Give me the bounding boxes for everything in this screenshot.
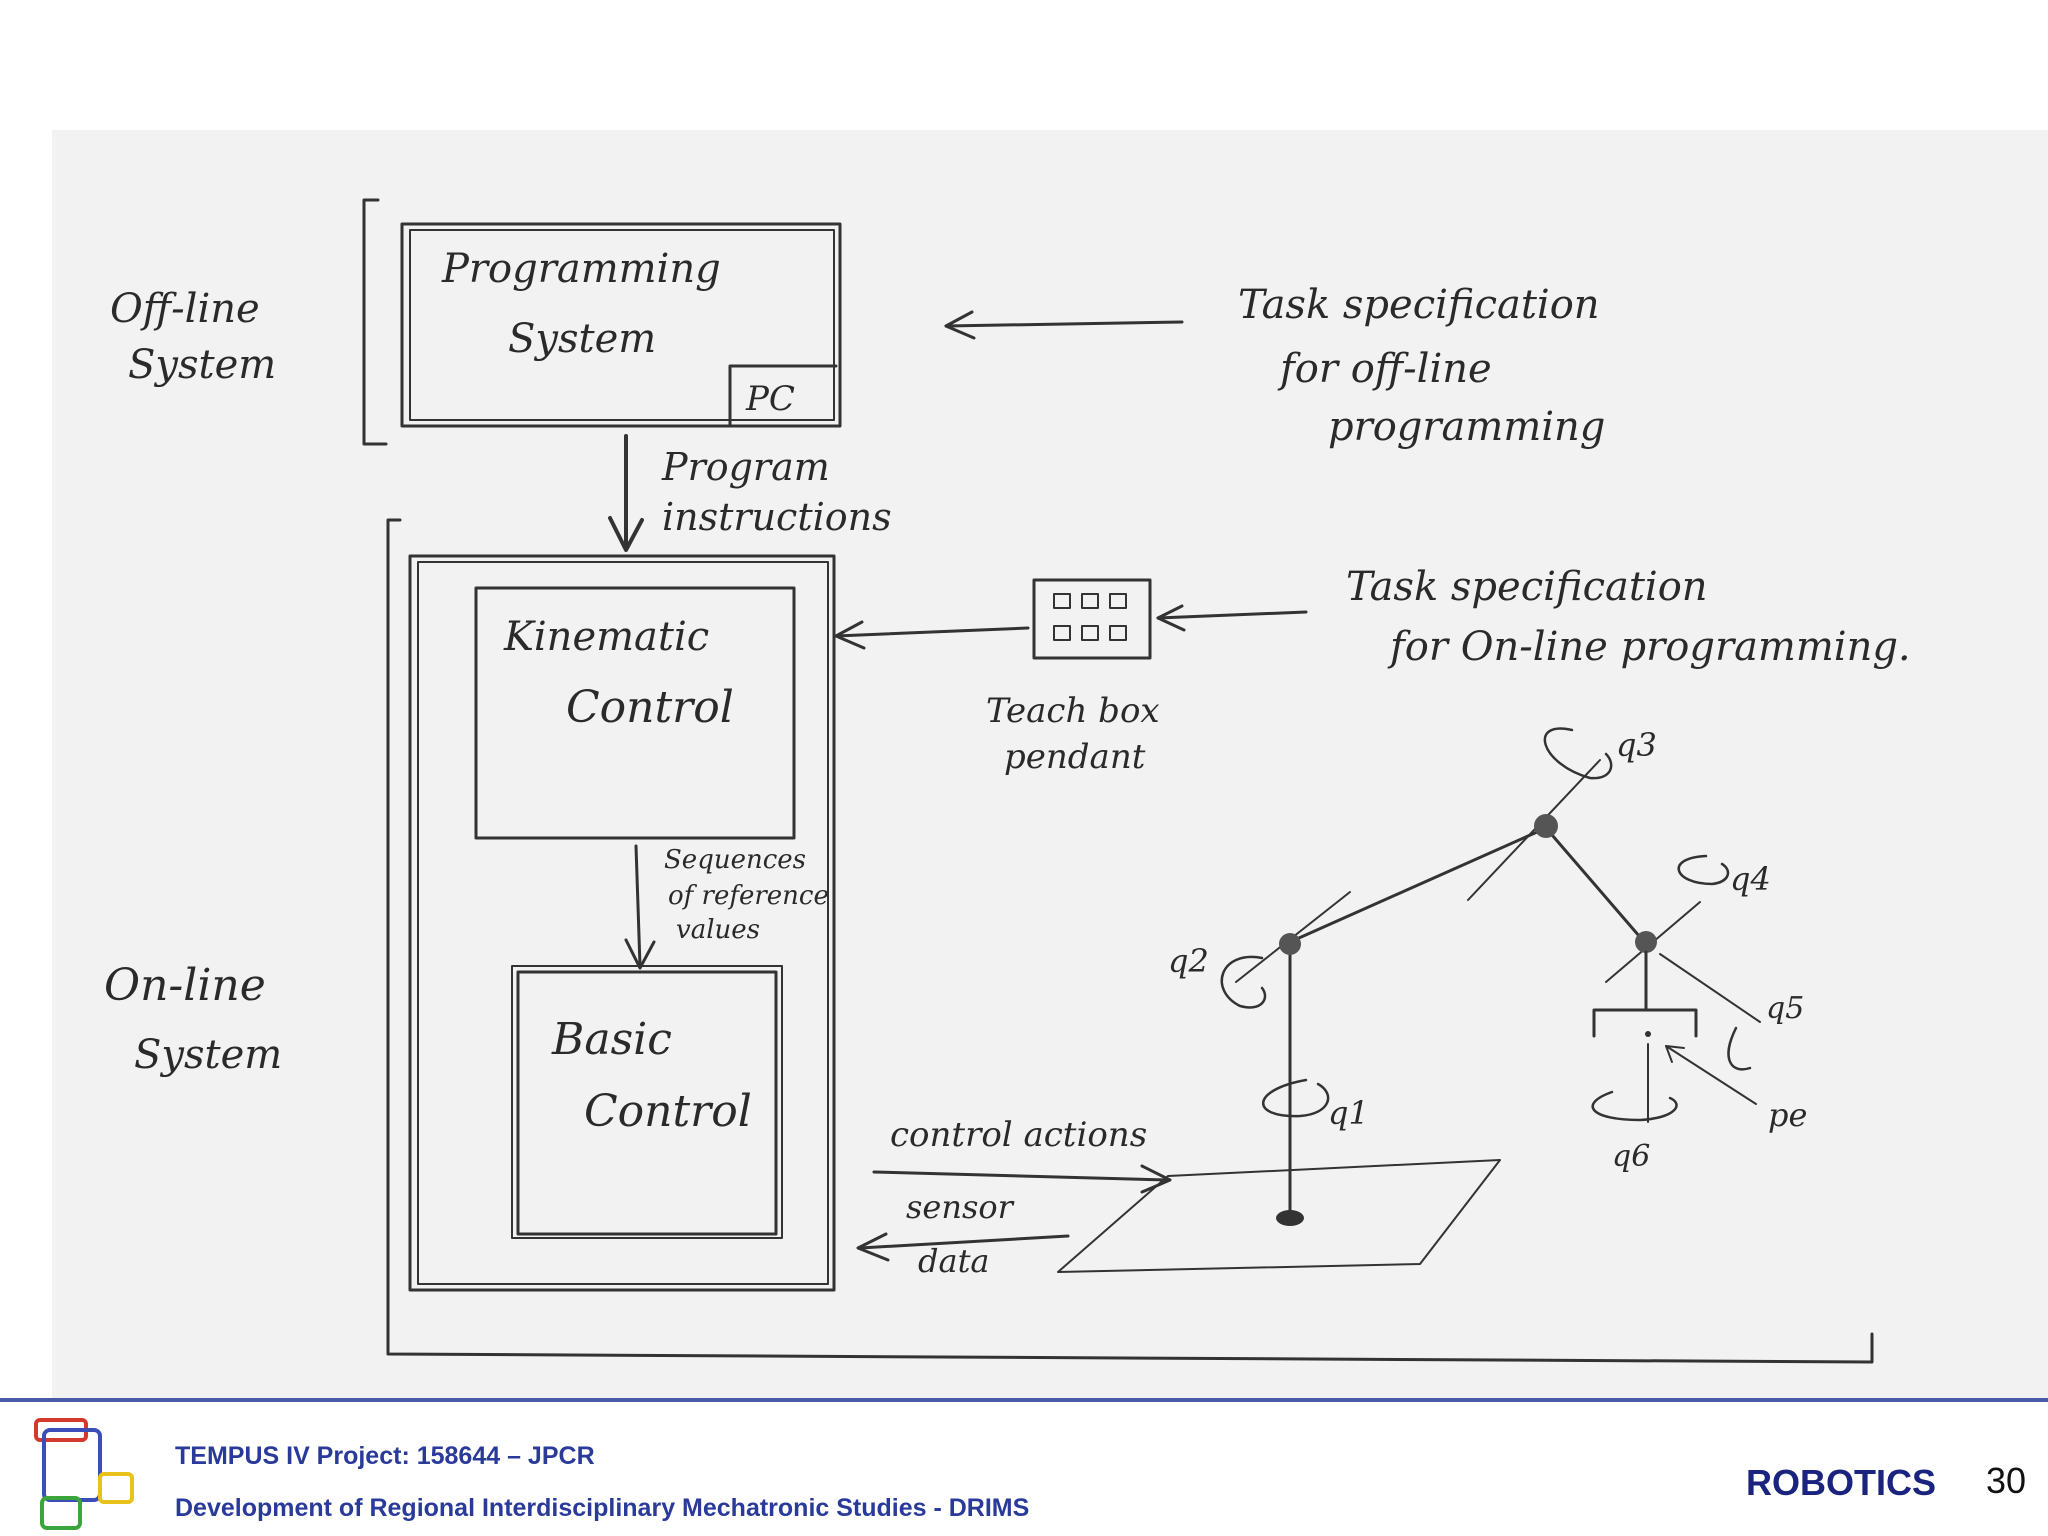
joint-label-q3: q3 — [1616, 726, 1657, 764]
programming-system-line1: Programming — [441, 246, 721, 292]
teach-box-pendant-icon — [1032, 578, 1152, 660]
kinematic-control-box — [474, 586, 796, 840]
online-system-box — [408, 554, 836, 1292]
pc-label: PC — [745, 379, 795, 419]
teach-box-line1: Teach box — [986, 691, 1160, 731]
task-spec-offline-line3: programming — [1328, 404, 1605, 450]
kinematic-control-line1: Kinematic — [503, 614, 709, 660]
offline-label-line1: Off-line — [110, 286, 260, 332]
basic-control-line2: Control — [584, 1086, 752, 1137]
joint-label-q1: q1 — [1328, 1094, 1369, 1132]
drims-logo-icon — [34, 1418, 134, 1530]
footer-divider — [0, 1398, 2048, 1402]
basic-control-line1: Basic — [551, 1014, 672, 1065]
sensor-data-line1: sensor — [906, 1188, 1015, 1226]
program-instructions-line2: instructions — [662, 495, 892, 539]
task-online-arrow — [1156, 604, 1308, 632]
task-spec-online-line2: for On-line programming. — [1387, 624, 1911, 670]
sequences-line1: Sequences — [664, 845, 806, 875]
kinematic-control-line2: Control — [566, 682, 734, 733]
course-title: ROBOTICS — [1745, 1462, 1936, 1503]
program-instructions-line1: Program — [661, 445, 830, 489]
pc-box — [728, 364, 838, 428]
task-spec-offline-line2: for off-line — [1277, 346, 1492, 392]
robot-arm-sketch — [1057, 759, 1761, 1273]
program-line: Development of Regional Interdisciplinar… — [175, 1494, 1030, 1522]
sequences-line3: values — [676, 915, 760, 945]
programming-system-box-inner — [409, 229, 835, 421]
task-spec-offline-line1: Task specification — [1238, 282, 1600, 328]
paper-background — [52, 130, 2048, 1398]
control-actions-arrow — [872, 1164, 1172, 1194]
sequences-arrow — [624, 844, 656, 970]
slide-footer: TEMPUS IV Project: 158644 – JPCR Develop… — [0, 1404, 2048, 1536]
online-system-box-inner — [417, 561, 829, 1285]
sensor-data-arrow — [856, 1232, 1070, 1262]
programming-system-box — [400, 222, 842, 428]
teach-box-line2: pendant — [1004, 737, 1146, 777]
task-offline-arrow — [944, 310, 1184, 340]
joint-rotation-marks — [1220, 727, 1752, 1122]
sensor-data-line2: data — [918, 1242, 990, 1280]
online-label-line1: On-line — [104, 960, 266, 1011]
joint-label-q5: q5 — [1766, 991, 1804, 1026]
online-bracket — [386, 518, 1874, 1364]
programming-system-line2: System — [508, 316, 656, 362]
offline-label-line2: System — [128, 342, 276, 388]
basic-control-box — [516, 970, 778, 1236]
joint-label-q4: q4 — [1730, 860, 1771, 898]
program-instructions-arrow — [608, 434, 644, 552]
joint-label-q6: q6 — [1612, 1139, 1650, 1174]
sequences-line2: of reference — [668, 881, 829, 911]
joint-label-q2: q2 — [1168, 942, 1209, 980]
control-actions-label: control actions — [890, 1115, 1147, 1155]
project-line: TEMPUS IV Project: 158644 – JPCR — [175, 1442, 595, 1470]
offline-bracket — [362, 198, 388, 446]
page-number: 30 — [1985, 1460, 2026, 1501]
joint-label-pe: pe — [1768, 1096, 1807, 1134]
task-spec-online-line1: Task specification — [1346, 564, 1708, 610]
teach-to-kinematic-arrow — [834, 620, 1030, 650]
online-label-line2: System — [134, 1032, 282, 1078]
basic-control-box-inner — [511, 965, 783, 1239]
